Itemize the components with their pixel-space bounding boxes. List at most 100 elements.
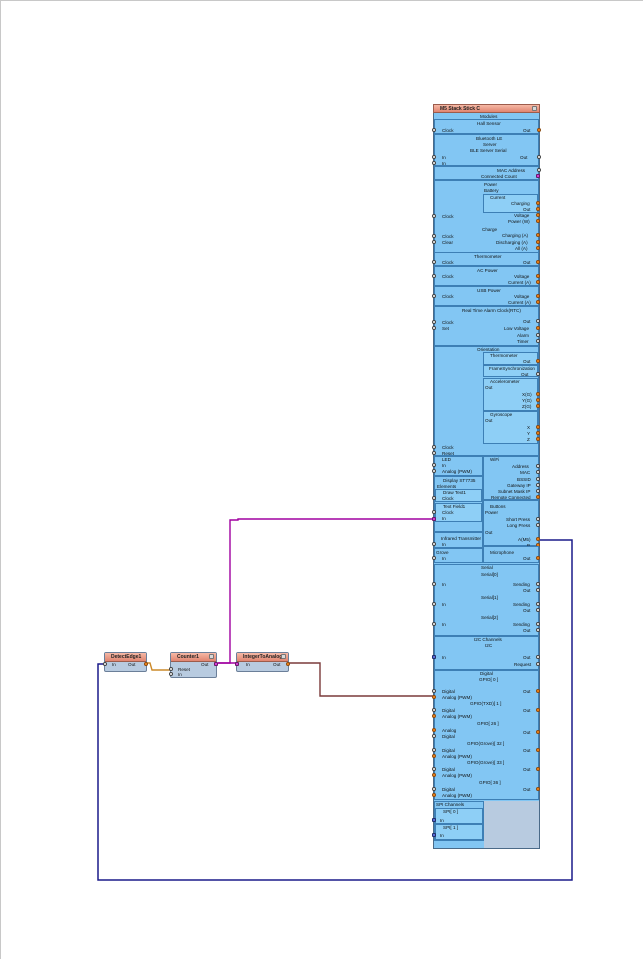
yg-pin[interactable]: [536, 398, 540, 402]
timer-pin[interactable]: [536, 339, 540, 343]
microphone-out-pin[interactable]: [536, 556, 540, 560]
charge-clear-pin[interactable]: [432, 240, 436, 244]
ac-voltage-pin[interactable]: [536, 274, 540, 278]
charge-clock-pin[interactable]: [432, 234, 436, 238]
serial0-in-pin[interactable]: [432, 582, 436, 586]
serial1-sending-pin[interactable]: [536, 602, 540, 606]
infrared-in-pin[interactable]: [432, 542, 436, 546]
gpio-txd-analog-pin[interactable]: [432, 714, 436, 718]
gpio0-digital-pin[interactable]: [432, 689, 436, 693]
ble-in2-pin[interactable]: [432, 161, 436, 165]
zg-pin[interactable]: [536, 404, 540, 408]
serial1-out-pin[interactable]: [536, 608, 540, 612]
detect-edge-component[interactable]: DetectEdge1 In Out: [103, 652, 148, 672]
alarm-pin[interactable]: [536, 333, 540, 337]
usb-voltage-pin[interactable]: [536, 294, 540, 298]
subnet-mask-pin[interactable]: [536, 489, 540, 493]
connected-count-pin[interactable]: [536, 174, 540, 178]
spi0-in-pin[interactable]: [432, 818, 436, 822]
serial2-out-pin[interactable]: [536, 628, 540, 632]
frame-sync-out-pin[interactable]: [536, 372, 540, 376]
ble-out-pin[interactable]: [537, 155, 541, 159]
ac-clock-pin[interactable]: [432, 274, 436, 278]
voltage-pin[interactable]: [536, 213, 540, 217]
wifi-mac-pin[interactable]: [536, 470, 540, 474]
low-voltage-pin[interactable]: [536, 326, 540, 330]
gpio33-digital-pin[interactable]: [432, 767, 436, 771]
xg-pin[interactable]: [536, 392, 540, 396]
led-in-pin[interactable]: [432, 463, 436, 467]
gateway-ip-pin[interactable]: [536, 483, 540, 487]
gpio33-out-pin[interactable]: [536, 767, 540, 771]
gpio0-out-pin[interactable]: [536, 689, 540, 693]
integer-to-analog-in-pin[interactable]: [235, 662, 239, 666]
rtc-set-pin[interactable]: [432, 326, 436, 330]
hall-clock-pin[interactable]: [432, 128, 436, 132]
gyro-y-pin[interactable]: [536, 431, 540, 435]
ble-in-pin[interactable]: [432, 155, 436, 159]
counter-reset-pin[interactable]: [169, 667, 173, 671]
serial1-in-pin[interactable]: [432, 602, 436, 606]
usb-clock-pin[interactable]: [432, 294, 436, 298]
spi1-in-pin[interactable]: [432, 833, 436, 837]
led-analog-pin[interactable]: [432, 469, 436, 473]
edit-icon[interactable]: [532, 106, 537, 111]
gpio32-analog-pin[interactable]: [432, 754, 436, 758]
serial2-in-pin[interactable]: [432, 622, 436, 626]
draw-text-clock-pin[interactable]: [432, 496, 436, 500]
i2c-out-pin[interactable]: [536, 655, 540, 659]
power-w-pin[interactable]: [536, 219, 540, 223]
rtc-clock-pin[interactable]: [432, 320, 436, 324]
serial0-sending-pin[interactable]: [536, 582, 540, 586]
i2c-in-pin[interactable]: [432, 655, 436, 659]
gpio36-out-pin[interactable]: [536, 787, 540, 791]
gyro-x-pin[interactable]: [536, 425, 540, 429]
text-field-clock-pin[interactable]: [432, 510, 436, 514]
button-a-pin[interactable]: [536, 537, 540, 541]
detect-edge-in-pin[interactable]: [103, 662, 107, 666]
gpio26-out-pin[interactable]: [536, 730, 540, 734]
i2c-request-pin[interactable]: [536, 662, 540, 666]
grove-in-pin[interactable]: [432, 556, 436, 560]
long-press-pin[interactable]: [536, 523, 540, 527]
gpio36-digital-pin[interactable]: [432, 787, 436, 791]
ac-current-pin[interactable]: [536, 280, 540, 284]
gpio26-digital-pin[interactable]: [432, 734, 436, 738]
gyro-z-pin[interactable]: [536, 437, 540, 441]
gpio36-analog-pin[interactable]: [432, 793, 436, 797]
all-a-pin[interactable]: [536, 246, 540, 250]
edit-icon[interactable]: [209, 654, 214, 659]
rtc-out-pin[interactable]: [536, 319, 540, 323]
short-press-pin[interactable]: [536, 517, 540, 521]
battery-clock-pin[interactable]: [432, 214, 436, 218]
hall-out-pin[interactable]: [537, 128, 541, 132]
charging-pin[interactable]: [536, 201, 540, 205]
gpio33-analog-pin[interactable]: [432, 773, 436, 777]
integer-to-analog-component[interactable]: IntegerToAnalog1 In Out: [235, 652, 290, 672]
text-field-in-pin[interactable]: [432, 517, 436, 521]
edit-icon[interactable]: [281, 654, 286, 659]
gpio-txd-out-pin[interactable]: [536, 708, 540, 712]
remote-connected-pin[interactable]: [536, 495, 540, 499]
wifi-address-pin[interactable]: [536, 464, 540, 468]
thermo-clock-pin[interactable]: [432, 260, 436, 264]
counter-out-pin[interactable]: [214, 662, 218, 666]
current-out-pin[interactable]: [536, 207, 540, 211]
bssid-pin[interactable]: [536, 477, 540, 481]
orient-thermo-out-pin[interactable]: [536, 359, 540, 363]
detect-edge-out-pin[interactable]: [144, 662, 148, 666]
gpio26-analog-pin[interactable]: [432, 728, 436, 732]
gpio0-analog-pin[interactable]: [432, 695, 436, 699]
serial0-out-pin[interactable]: [536, 588, 540, 592]
charging-a-pin[interactable]: [536, 233, 540, 237]
thermo-out-pin[interactable]: [536, 260, 540, 264]
gpio32-out-pin[interactable]: [536, 748, 540, 752]
orient-reset-pin[interactable]: [432, 451, 436, 455]
counter-in-pin[interactable]: [169, 672, 173, 676]
serial2-sending-pin[interactable]: [536, 622, 540, 626]
orient-clock-pin[interactable]: [432, 445, 436, 449]
counter-component[interactable]: Counter1 Out Reset In: [169, 652, 218, 678]
mac-address-pin[interactable]: [537, 168, 541, 172]
integer-to-analog-out-pin[interactable]: [286, 662, 290, 666]
gpio32-digital-pin[interactable]: [432, 748, 436, 752]
